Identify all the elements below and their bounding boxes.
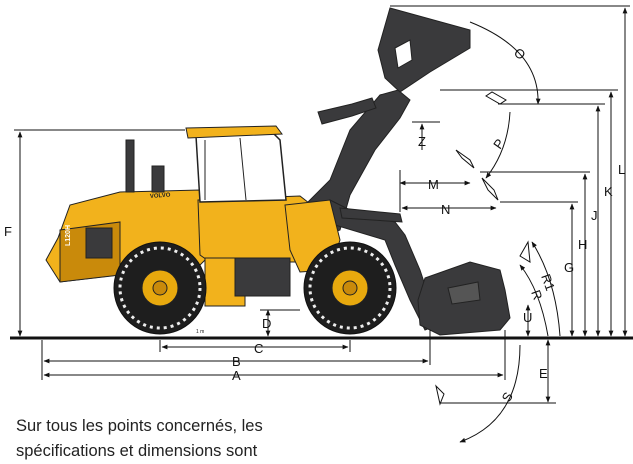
boom-arm xyxy=(304,89,439,331)
label-h: H xyxy=(578,237,587,252)
label-e: E xyxy=(539,366,548,381)
scale-mark: 1 m xyxy=(196,329,204,335)
label-a: A xyxy=(232,368,241,383)
label-f: F xyxy=(4,224,12,239)
label-n: N xyxy=(441,202,450,217)
caption-text: Sur tous les points concernés, les spéci… xyxy=(16,417,263,460)
bucket-raised xyxy=(377,7,471,93)
label-d: D xyxy=(262,316,271,331)
label-r: R xyxy=(528,288,545,302)
label-c: C xyxy=(254,341,263,356)
label-b: B xyxy=(232,354,241,369)
label-r1: R1 xyxy=(538,272,558,293)
dimension-lines xyxy=(14,5,630,443)
dimension-labels: F D C B A E U G H J K L M N Z O P R1 R S xyxy=(4,45,625,405)
label-j: J xyxy=(591,208,598,223)
label-l: L xyxy=(618,162,625,177)
model-badge: L120H xyxy=(65,225,72,246)
label-k: K xyxy=(604,184,613,199)
label-p: P xyxy=(490,136,507,152)
loader-dimension-diagram: VOLVO L120H 1 m xyxy=(4,5,633,443)
volvo-logo: VOLVO xyxy=(150,193,171,200)
rear-wheel xyxy=(113,241,207,335)
bucket-position-outlines xyxy=(435,91,531,406)
label-m: M xyxy=(428,177,439,192)
front-wheel xyxy=(303,241,397,335)
label-u: U xyxy=(523,310,532,325)
label-g: G xyxy=(564,260,574,275)
label-s: S xyxy=(499,389,516,404)
label-z: Z xyxy=(418,134,426,149)
bucket-lowered xyxy=(417,261,511,336)
